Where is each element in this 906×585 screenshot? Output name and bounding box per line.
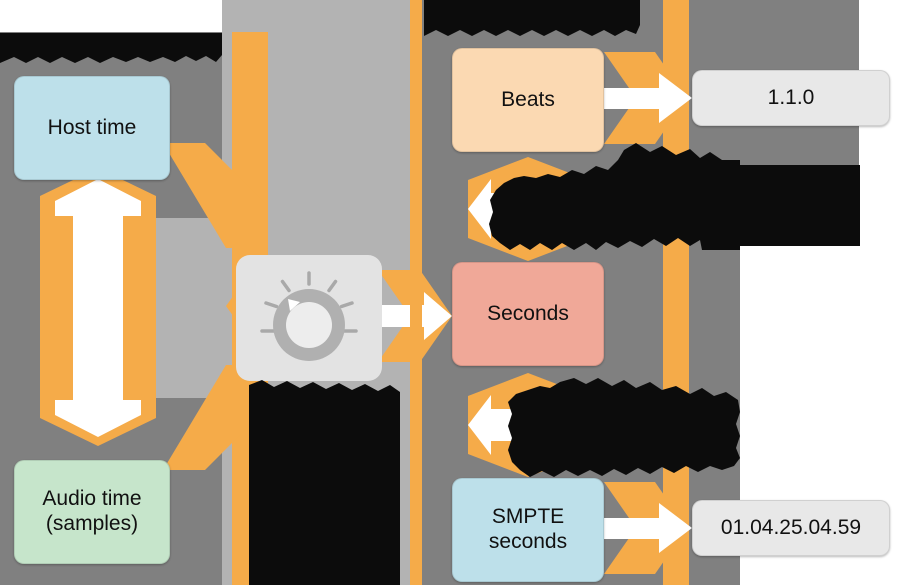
node-audio-time[interactable]: Audio time (samples) bbox=[14, 460, 170, 564]
node-smpte-line1: SMPTE bbox=[491, 505, 565, 529]
knob-tick-marks bbox=[260, 271, 358, 333]
value-smpte-text: 01.04.25.04.59 bbox=[720, 516, 862, 539]
node-beats-label: Beats bbox=[501, 87, 555, 111]
node-audio-time-line2: (samples) bbox=[45, 512, 139, 535]
node-seconds-label: Seconds bbox=[487, 301, 569, 325]
diagonal-audio-to-trunk bbox=[163, 365, 268, 470]
node-smpte-seconds-label: SMPTE seconds bbox=[489, 505, 567, 555]
arrow-right-cutout-smpte bbox=[604, 503, 692, 553]
diagonal-host-to-trunk bbox=[163, 143, 268, 248]
knob-plate[interactable] bbox=[236, 255, 382, 381]
node-smpte-seconds[interactable]: SMPTE seconds bbox=[452, 478, 604, 582]
node-host-time-label: Host time bbox=[47, 115, 137, 139]
panel-left-top-gap bbox=[164, 0, 222, 32]
redaction-top-right bbox=[424, 0, 640, 36]
double-arrow-vertical-cutout-host-audio bbox=[55, 179, 141, 437]
value-smpte[interactable]: 01.04.25.04.59 bbox=[692, 500, 890, 556]
knob-pointer bbox=[288, 299, 300, 311]
node-audio-time-line1: Audio time bbox=[42, 487, 142, 511]
node-host-time[interactable]: Host time bbox=[14, 76, 170, 180]
knob-cap bbox=[286, 302, 332, 348]
arrow-left-cutout-seconds-smpte bbox=[468, 395, 512, 455]
value-beats-text: 1.1.0 bbox=[767, 86, 815, 109]
redaction-lower-right bbox=[508, 378, 740, 477]
value-beats[interactable]: 1.1.0 bbox=[692, 70, 890, 126]
redaction-mid-right bbox=[489, 143, 860, 250]
redaction-top-left bbox=[0, 33, 222, 63]
trunk-line-center bbox=[410, 0, 422, 585]
node-audio-time-label: Audio time (samples) bbox=[42, 487, 141, 537]
node-seconds[interactable]: Seconds bbox=[452, 262, 604, 366]
arrow-right-cutout-beats bbox=[604, 73, 692, 123]
node-smpte-line2: seconds bbox=[488, 530, 568, 553]
redaction-lower-center bbox=[249, 380, 400, 585]
node-beats[interactable]: Beats bbox=[452, 48, 604, 152]
rotary-knob-icon[interactable] bbox=[236, 255, 382, 381]
